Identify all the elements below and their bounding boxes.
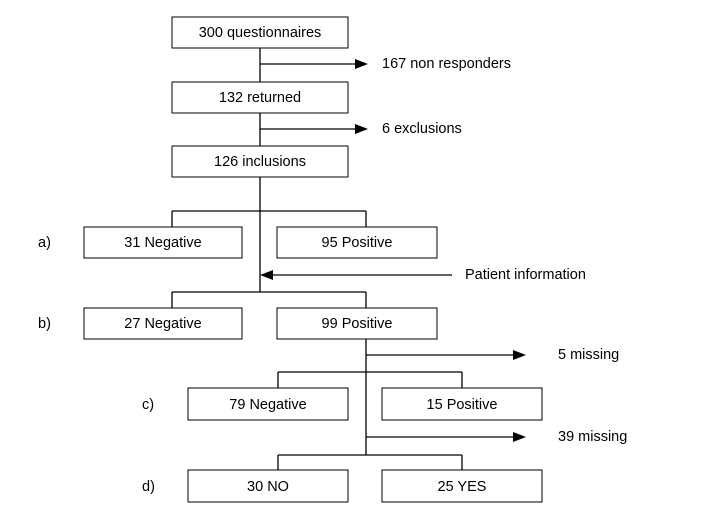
row-label-d: d) bbox=[142, 479, 155, 495]
box-c-positive-label: 15 Positive bbox=[427, 397, 498, 413]
box-returned-label: 132 returned bbox=[219, 90, 301, 106]
box-returned: 132 returned bbox=[171, 81, 349, 114]
row-label-b: b) bbox=[38, 316, 51, 332]
box-d-yes: 25 YES bbox=[381, 469, 543, 503]
box-c-negative-label: 79 Negative bbox=[229, 397, 306, 413]
box-c-negative: 79 Negative bbox=[187, 387, 349, 421]
box-a-negative: 31 Negative bbox=[83, 226, 243, 259]
arrow-non-responders bbox=[260, 59, 368, 69]
box-b-positive: 99 Positive bbox=[276, 307, 438, 340]
box-d-no: 30 NO bbox=[187, 469, 349, 503]
arrow-patient-information bbox=[260, 270, 452, 280]
label-non-responders: 167 non responders bbox=[382, 56, 511, 72]
box-d-yes-label: 25 YES bbox=[438, 479, 487, 495]
box-a-negative-label: 31 Negative bbox=[124, 235, 201, 251]
label-missing-39: 39 missing bbox=[558, 429, 627, 445]
connector-lines bbox=[171, 48, 463, 470]
arrow-missing-39 bbox=[366, 432, 526, 442]
box-inclusions: 126 inclusions bbox=[171, 145, 349, 178]
box-questionnaires: 300 questionnaires bbox=[171, 16, 349, 49]
row-label-a: a) bbox=[38, 235, 51, 251]
box-a-positive: 95 Positive bbox=[276, 226, 438, 259]
row-label-c: c) bbox=[142, 397, 154, 413]
label-patient-information: Patient information bbox=[465, 267, 586, 283]
box-a-positive-label: 95 Positive bbox=[322, 235, 393, 251]
box-c-positive: 15 Positive bbox=[381, 387, 543, 421]
arrow-missing-5 bbox=[366, 350, 526, 360]
box-b-negative: 27 Negative bbox=[83, 307, 243, 340]
box-b-positive-label: 99 Positive bbox=[322, 316, 393, 332]
box-d-no-label: 30 NO bbox=[247, 479, 289, 495]
box-questionnaires-label: 300 questionnaires bbox=[199, 25, 322, 41]
label-exclusions: 6 exclusions bbox=[382, 121, 462, 137]
arrow-exclusions bbox=[260, 124, 368, 134]
label-missing-5: 5 missing bbox=[558, 347, 619, 363]
box-inclusions-label: 126 inclusions bbox=[214, 154, 306, 170]
box-b-negative-label: 27 Negative bbox=[124, 316, 201, 332]
